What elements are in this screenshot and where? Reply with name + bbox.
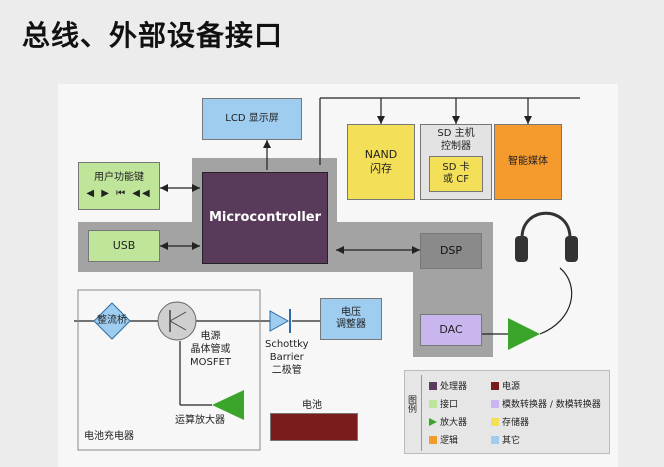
bridge-label: 整流桥 [97, 315, 127, 326]
page-title: 总线、外部设备接口 [22, 19, 284, 52]
charger-label: 电池充电器 [84, 431, 134, 442]
user-keys-label: 用户功能键 [94, 172, 144, 183]
legend-label: 模数转换器 / 数模转换器 [502, 400, 601, 410]
sd-host-label: SD 主机 控制器 [437, 128, 475, 152]
opamp-triangle [212, 390, 244, 420]
battery-label: 电池 [302, 400, 322, 411]
legend-swatch [491, 435, 499, 444]
legend-label: 逻辑 [440, 436, 459, 446]
legend-label: 其它 [502, 436, 521, 446]
legend-label: 存储器 [502, 418, 530, 428]
sd-card-block: SD 卡 或 CF [429, 156, 483, 192]
schottky-label: Schottky Barrier 二极管 [265, 339, 309, 376]
lcd-display-block: LCD 显示屏 [202, 98, 302, 140]
output-amp-triangle [508, 318, 540, 350]
mosfet-label: 电源 晶体管或 MOSFET [190, 331, 232, 368]
legend-item: 其它 [491, 433, 520, 446]
legend-item: 模数转换器 / 数模转换器 [491, 397, 601, 410]
sd-host-block: SD 主机 控制器 SD 卡 或 CF [420, 124, 492, 200]
legend-swatch [491, 381, 499, 390]
legend-label: 接口 [440, 400, 459, 410]
headphones-icon [515, 211, 578, 262]
dsp-block: DSP [420, 233, 482, 269]
microcontroller-block: Microcontroller [202, 172, 328, 264]
legend: 图例 处理器 电源接口 模数转换器 / 数模转换器放大器 存储器逻辑 其它 [404, 370, 610, 454]
voltage-regulator-block: 电压 调整器 [320, 298, 382, 340]
usb-block: USB [88, 230, 160, 262]
diode-symbol [269, 310, 290, 332]
legend-item: 逻辑 [429, 433, 458, 446]
legend-item: 处理器 [429, 379, 467, 392]
mosfet-symbol [157, 301, 197, 341]
legend-label: 处理器 [440, 382, 468, 392]
nand-flash-block: NAND 闪存 [347, 124, 415, 200]
legend-item: 接口 [429, 397, 458, 410]
legend-item: 电源 [491, 379, 520, 392]
bridge-diamond [93, 302, 131, 340]
legend-swatch [429, 435, 437, 444]
legend-title: 图例 [406, 395, 416, 413]
opamp-label: 运算放大器 [175, 415, 225, 426]
legend-swatch [429, 381, 437, 390]
smart-media-block: 智能媒体 [494, 124, 562, 200]
legend-swatch [429, 399, 437, 408]
legend-item: 放大器 [429, 415, 467, 428]
media-control-icons: ◀ ▶ ⏮ ◀◀ [86, 187, 152, 199]
legend-item: 存储器 [491, 415, 529, 428]
legend-label: 电源 [502, 382, 521, 392]
legend-label: 放大器 [440, 418, 468, 428]
legend-swatch [491, 399, 499, 408]
battery-block [270, 413, 358, 441]
user-keys-block: 用户功能键 ◀ ▶ ⏮ ◀◀ [78, 162, 160, 210]
legend-swatch [491, 417, 499, 426]
dac-block: DAC [420, 314, 482, 346]
legend-swatch [429, 417, 437, 426]
